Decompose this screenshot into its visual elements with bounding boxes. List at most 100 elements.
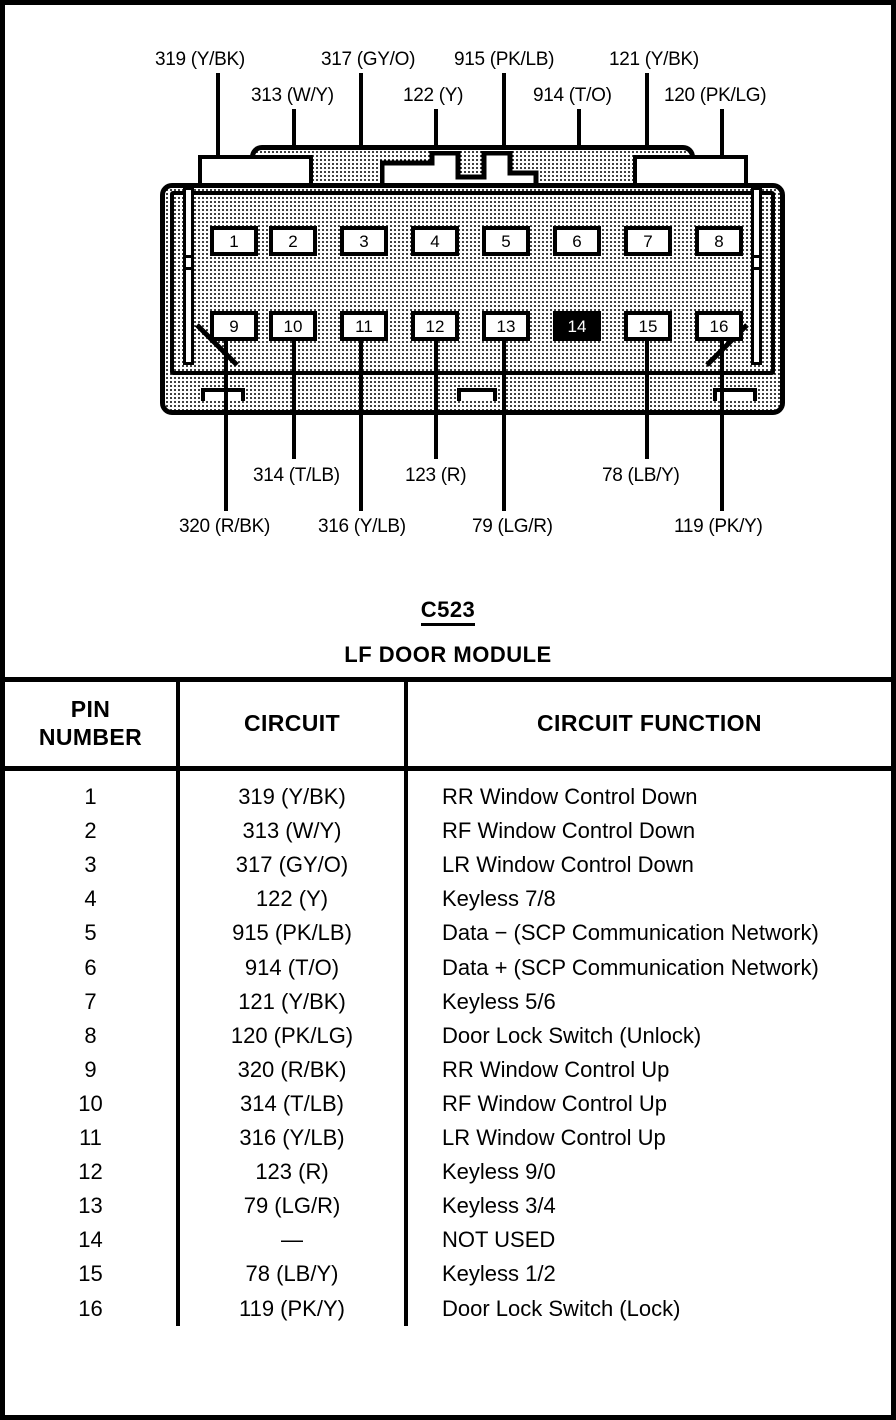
connector-diagram: 319 (Y/BK) 317 (GY/O) 915 (PK/LB) 121 (Y…: [5, 5, 891, 667]
wire-label-pin-16: 119 (PK/Y): [674, 516, 763, 537]
column-header-circuit: CIRCUIT: [178, 682, 408, 772]
wire-label-pin-3: 317 (GY/O): [321, 49, 416, 70]
leader-line-pin-12: [434, 341, 438, 459]
cell-pin-number: 16: [5, 1291, 180, 1326]
column-header-circuit-function: CIRCUIT FUNCTION: [406, 682, 891, 772]
pin-box-2[interactable]: 2: [269, 226, 317, 256]
cell-pin-number: 10: [5, 1086, 180, 1122]
connector-inner-wall: [170, 191, 775, 375]
cell-circuit-function: Door Lock Switch (Lock): [442, 1295, 681, 1321]
cell-circuit: 316 (Y/LB): [178, 1121, 408, 1156]
pin-box-6[interactable]: 6: [553, 226, 601, 256]
connector-right-rail: [751, 187, 762, 365]
cell-pin-number: 13: [5, 1189, 180, 1224]
pin-box-12[interactable]: 12: [411, 311, 459, 341]
pin-box-9[interactable]: 9: [210, 311, 258, 341]
cell-circuit: 121 (Y/BK): [178, 984, 408, 1019]
cell-circuit: 120 (PK/LG): [178, 1018, 408, 1053]
pin-box-8[interactable]: 8: [695, 226, 743, 256]
wire-label-pin-13: 79 (LG/R): [472, 516, 553, 537]
pin-box-13[interactable]: 13: [482, 311, 530, 341]
pin-box-11[interactable]: 11: [340, 311, 388, 341]
cell-pin-number: 3: [5, 848, 180, 883]
cell-circuit: 122 (Y): [178, 882, 408, 917]
cell-circuit-function: RR Window Control Down: [442, 784, 698, 810]
column-header-pin-number: PIN NUMBER: [5, 682, 180, 772]
pin-box-14[interactable]: 14: [553, 311, 601, 341]
cell-pin-number: 8: [5, 1018, 180, 1053]
cell-circuit-function: RR Window Control Up: [442, 1056, 670, 1082]
leader-line-pin-16: [720, 341, 724, 511]
connector-left-latch: [183, 255, 194, 270]
cell-pin-number: 15: [5, 1257, 180, 1292]
wire-label-pin-1: 319 (Y/BK): [155, 49, 245, 70]
cell-circuit: 313 (W/Y): [178, 814, 408, 849]
cell-circuit-function: Keyless 3/4: [442, 1193, 556, 1219]
wire-label-pin-15: 78 (LB/Y): [602, 465, 680, 486]
cell-circuit-function: Keyless 5/6: [442, 988, 556, 1014]
pin-box-10[interactable]: 10: [269, 311, 317, 341]
connector-id-caption: C523: [5, 597, 891, 626]
pin-box-7[interactable]: 7: [624, 226, 672, 256]
cell-pin-number: 14: [5, 1223, 180, 1258]
cell-circuit-function: NOT USED: [442, 1227, 556, 1253]
cell-circuit-function: LR Window Control Down: [442, 852, 694, 878]
cell-circuit: 914 (T/O): [178, 950, 408, 985]
corner-chamfer-bottom-left: [195, 323, 239, 367]
leader-line-pin-9: [224, 341, 228, 511]
table-header-row: PIN NUMBER CIRCUIT CIRCUIT FUNCTION: [5, 682, 891, 772]
connector-body: [160, 183, 785, 415]
cell-pin-number: 12: [5, 1155, 180, 1190]
cell-circuit-function: Data − (SCP Communication Network): [442, 920, 819, 946]
cell-circuit-function: Keyless 7/8: [442, 886, 556, 912]
leader-line-pin-13: [502, 341, 506, 511]
connector-left-rail: [183, 187, 194, 365]
pin-box-1[interactable]: 1: [210, 226, 258, 256]
wire-label-pin-7: 121 (Y/BK): [609, 49, 699, 70]
cell-circuit-function: Keyless 1/2: [442, 1261, 556, 1287]
connector-id-text: C523: [420, 597, 476, 626]
cell-circuit: 317 (GY/O): [178, 848, 408, 883]
pin-box-4[interactable]: 4: [411, 226, 459, 256]
leader-line-pin-15: [645, 341, 649, 459]
cell-circuit: 320 (R/BK): [178, 1052, 408, 1087]
wire-label-pin-4: 122 (Y): [403, 85, 464, 106]
wire-label-pin-11: 316 (Y/LB): [318, 516, 406, 537]
connector-name-caption: LF DOOR MODULE: [344, 642, 552, 667]
pin-box-16[interactable]: 16: [695, 311, 743, 341]
connector-foot-left: [201, 388, 245, 401]
pin-box-5[interactable]: 5: [482, 226, 530, 256]
column-header-pin-line2: NUMBER: [38, 724, 143, 751]
connector-foot-right: [713, 388, 757, 401]
column-header-pin-line1: PIN: [70, 696, 111, 722]
pin-box-3[interactable]: 3: [340, 226, 388, 256]
connector-foot-center: [457, 388, 497, 401]
connector-keyway-notch: [380, 151, 560, 193]
cell-circuit-function: Door Lock Switch (Unlock): [442, 1022, 702, 1048]
wire-label-pin-6: 914 (T/O): [533, 85, 612, 106]
cell-pin-number: 7: [5, 984, 180, 1019]
cell-pin-number: 11: [5, 1121, 180, 1156]
pin-box-15[interactable]: 15: [624, 311, 672, 341]
cell-circuit: 319 (Y/BK): [178, 768, 408, 815]
cell-circuit-function: RF Window Control Down: [442, 818, 696, 844]
wire-label-pin-2: 313 (W/Y): [251, 85, 334, 106]
connector-right-latch: [751, 255, 762, 270]
cell-pin-number: 6: [5, 950, 180, 985]
